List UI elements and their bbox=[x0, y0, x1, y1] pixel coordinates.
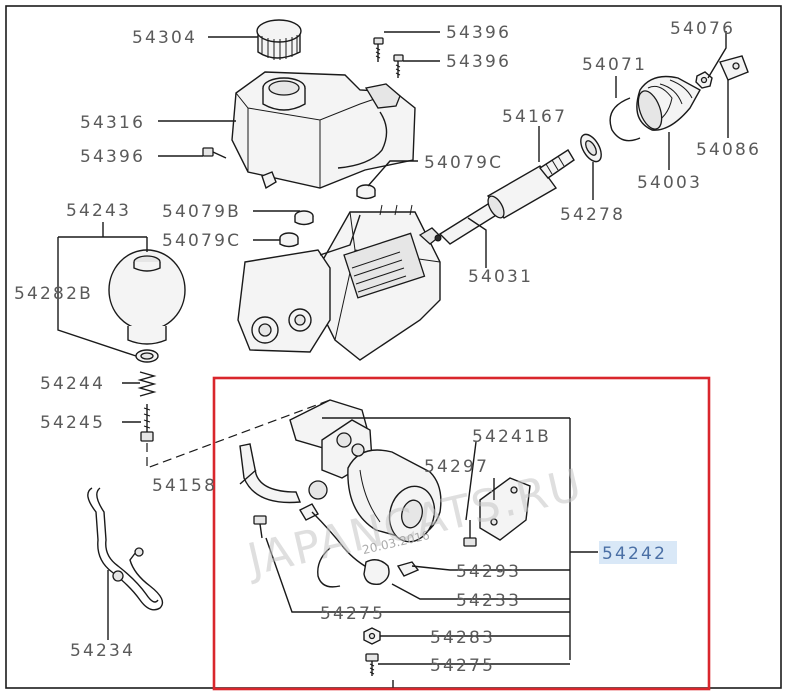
callout-54071[interactable]: 54071 bbox=[582, 55, 647, 75]
callout-54396-a[interactable]: 54396 bbox=[446, 23, 511, 43]
highlight-box bbox=[212, 376, 711, 691]
push-rod-drawing bbox=[434, 149, 575, 245]
callout-54158[interactable]: 54158 bbox=[152, 476, 217, 496]
reservoir-tank-drawing bbox=[231, 71, 416, 190]
screw-54275-bottom-drawing bbox=[365, 653, 379, 676]
callout-54244[interactable]: 54244 bbox=[40, 374, 105, 394]
callout-54396-c[interactable]: 54396 bbox=[80, 147, 145, 167]
callout-54316[interactable]: 54316 bbox=[80, 113, 145, 133]
callout-54233[interactable]: 54233 bbox=[456, 591, 521, 611]
oring-drawing bbox=[135, 349, 159, 363]
callout-54234[interactable]: 54234 bbox=[70, 641, 135, 661]
callout-54396-b[interactable]: 54396 bbox=[446, 52, 511, 72]
accumulator-drawing bbox=[108, 249, 186, 345]
spring-drawing bbox=[137, 371, 157, 397]
callout-54079c-a[interactable]: 54079C bbox=[424, 153, 503, 173]
nut-54283-drawing bbox=[363, 627, 381, 645]
snap-ring-drawing bbox=[609, 97, 641, 142]
callout-54293[interactable]: 54293 bbox=[456, 562, 521, 582]
callout-54031[interactable]: 54031 bbox=[468, 267, 533, 287]
callout-54079b[interactable]: 54079B bbox=[162, 202, 241, 222]
leader-lines bbox=[57, 31, 729, 690]
callout-54242[interactable]: 54242 bbox=[602, 544, 667, 564]
callout-54278[interactable]: 54278 bbox=[560, 205, 625, 225]
clevis-drawing bbox=[695, 55, 749, 89]
callout-54242-highlight bbox=[599, 541, 677, 564]
boot-drawing bbox=[636, 75, 701, 131]
callout-54241b[interactable]: 54241B bbox=[472, 427, 551, 447]
callout-54245[interactable]: 54245 bbox=[40, 413, 105, 433]
dashed-leader bbox=[146, 399, 331, 469]
callout-54275-b[interactable]: 54275 bbox=[430, 656, 495, 676]
reservoir-cap-drawing bbox=[256, 19, 302, 60]
callout-54283[interactable]: 54283 bbox=[430, 628, 495, 648]
callout-54086[interactable]: 54086 bbox=[696, 140, 761, 160]
callout-54243[interactable]: 54243 bbox=[66, 201, 131, 221]
callout-54079c-b[interactable]: 54079C bbox=[162, 231, 241, 251]
hydraulic-unit-drawing bbox=[237, 204, 441, 361]
callout-54167[interactable]: 54167 bbox=[502, 107, 567, 127]
pump-motor-drawing bbox=[289, 399, 442, 588]
hose-drawing bbox=[239, 443, 301, 504]
bolt-54396-left-drawing bbox=[202, 147, 227, 159]
callout-54003[interactable]: 54003 bbox=[637, 173, 702, 193]
bolt-54245-drawing bbox=[140, 404, 154, 442]
grommets-drawing bbox=[279, 184, 376, 248]
bolt-54396-top-drawing bbox=[373, 37, 404, 78]
callout-54297[interactable]: 54297 bbox=[424, 457, 489, 477]
seal-54278-drawing bbox=[580, 133, 602, 163]
callout-54282b[interactable]: 54282B bbox=[14, 284, 93, 304]
callout-labels: 54304 54396 54396 54076 54071 54316 5416… bbox=[14, 19, 761, 676]
callout-54076[interactable]: 54076 bbox=[670, 19, 735, 39]
screw-54275-left-drawing bbox=[253, 515, 267, 539]
brake-pipe-drawing bbox=[87, 487, 164, 611]
callout-54304[interactable]: 54304 bbox=[132, 28, 197, 48]
callout-54275-a[interactable]: 54275 bbox=[320, 604, 385, 624]
bracket-drawing bbox=[463, 477, 531, 547]
